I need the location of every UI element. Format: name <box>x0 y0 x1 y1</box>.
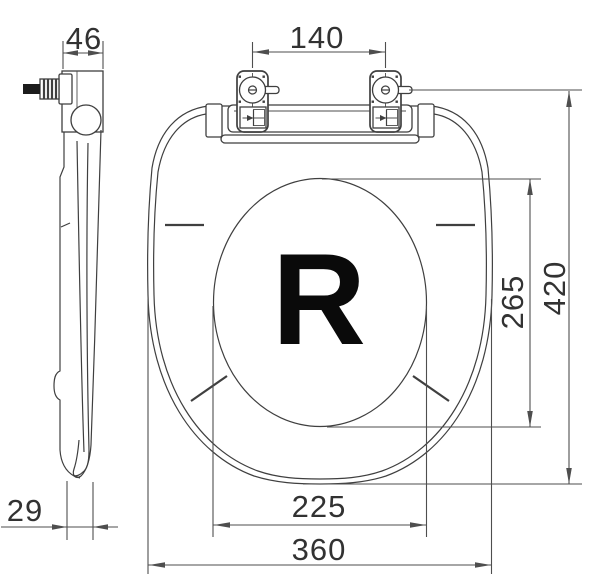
dimension-plate-depth: 46 <box>62 21 104 69</box>
dim-label-360: 360 <box>292 532 347 567</box>
dim-label-265: 265 <box>495 275 530 330</box>
left-hinge-assembly <box>236 70 280 133</box>
right-hinge-ear <box>417 103 435 138</box>
hinge-knuckle <box>70 104 102 136</box>
seat-profile-blade <box>53 129 102 479</box>
side-profile-view <box>23 70 104 479</box>
dimension-overall-length: 420 <box>303 89 582 485</box>
dimension-hinge-spacing: 140 <box>251 20 387 68</box>
hinge-platform <box>227 104 413 133</box>
bolt-washer <box>58 73 73 105</box>
dim-label-225: 225 <box>292 489 347 524</box>
bolt-tip <box>23 84 40 94</box>
dimension-opening-length: 265 <box>322 178 541 428</box>
dim-label-140: 140 <box>290 20 345 55</box>
dim-label-29: 29 <box>7 493 43 528</box>
mould-tick-marks <box>165 223 475 402</box>
top-plan-view: R <box>147 70 493 485</box>
dim-label-420: 420 <box>537 261 572 316</box>
dimension-edge-thickness: 29 <box>1 481 118 540</box>
lid-center-oval <box>212 177 428 428</box>
rear-band <box>220 134 420 144</box>
dimension-opening-width: 225 <box>212 306 428 537</box>
dim-label-46: 46 <box>66 21 102 56</box>
dimension-overall-width: 360 <box>147 299 493 574</box>
product-marking: R <box>272 226 366 372</box>
seat-inner-rim <box>153 113 487 480</box>
left-hinge-ear <box>205 103 223 138</box>
bolt-ridges <box>42 79 58 99</box>
